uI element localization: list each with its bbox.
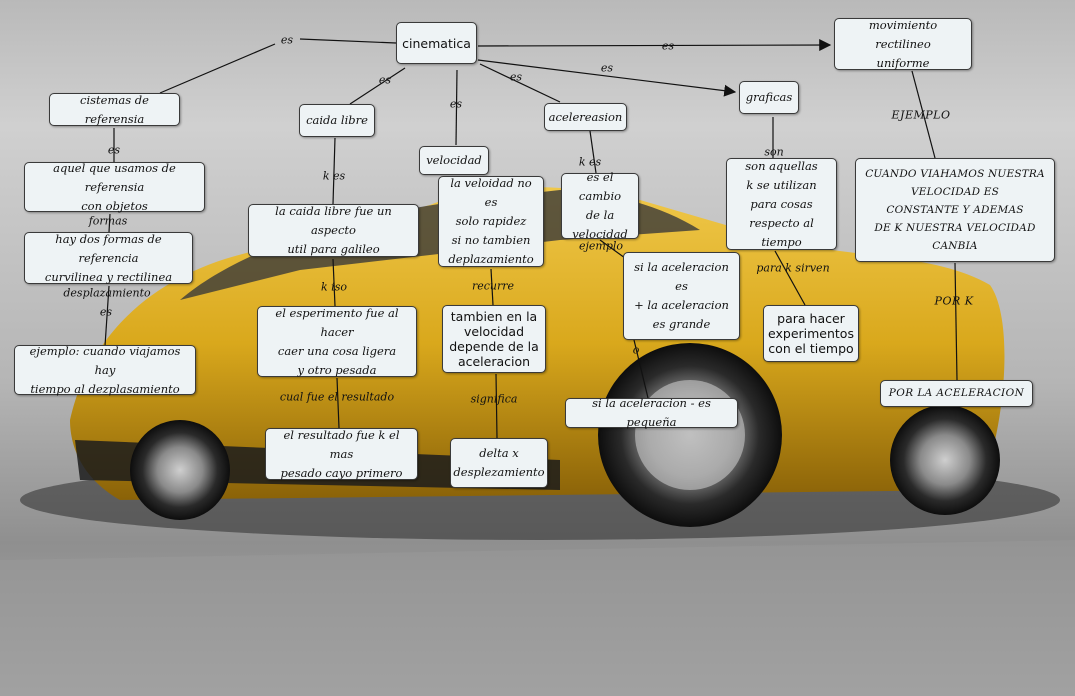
label-es-sistemas-def: es — [108, 144, 120, 157]
node-cinematica[interactable]: cinematica — [396, 22, 477, 64]
label-para-que-sirven: para k sirven — [756, 262, 829, 275]
node-aceleracion-definicion[interactable]: es el cambio de la velocidad — [561, 173, 639, 239]
label-es-velocidad: es — [450, 98, 462, 111]
node-graficas[interactable]: graficas — [739, 81, 799, 114]
label-kes-caida: k es — [323, 170, 345, 183]
node-dos-formas[interactable]: hay dos formas de referencia curvilinea … — [24, 232, 193, 284]
node-caida-libre[interactable]: caida libre — [299, 104, 375, 137]
label-significa: significa — [471, 393, 518, 406]
label-es-aceleracion: es — [510, 71, 522, 84]
label-es-sistemas: es — [281, 34, 293, 47]
label-ejemplo-aceleracion: ejemplo — [579, 240, 623, 253]
label-o: o — [633, 344, 640, 357]
label-ejemplo-mru: EJEMPLO — [892, 109, 951, 122]
label-por-k: POR K — [935, 295, 974, 308]
label-es-ejemplo: es — [100, 306, 112, 319]
node-velocidad-depende[interactable]: tambien en la velocidad depende de la ac… — [442, 305, 546, 373]
label-es-graficas: es — [601, 62, 613, 75]
node-experimentos-tiempo[interactable]: para hacer experimentos con el tiempo — [763, 305, 859, 362]
label-kiso: k iso — [321, 281, 347, 294]
node-aceleracion-negativa[interactable]: si la aceleracion - es pequeña — [565, 398, 738, 428]
node-aceleracion-positiva[interactable]: si la aceleracion es + la aceleracion es… — [623, 252, 740, 340]
node-mru[interactable]: movimiento rectilineo uniforme — [834, 18, 972, 70]
node-sistemas-definicion[interactable]: aquel que usamos de referensia con objet… — [24, 162, 205, 212]
label-cual-resultado: cual fue el resultado — [280, 391, 394, 404]
node-mru-ejemplo[interactable]: CUANDO VIAHAMOS NUESTRA VELOCIDAD ES CON… — [855, 158, 1055, 262]
node-graficas-definicion[interactable]: son aquellas k se utilizan para cosas re… — [726, 158, 837, 250]
node-caida-definicion[interactable]: la caida libre fue un aspecto util para … — [248, 204, 419, 257]
node-velocidad[interactable]: velocidad — [419, 146, 489, 175]
node-resultado[interactable]: el resultado fue k el mas pesado cayo pr… — [265, 428, 418, 480]
node-ejemplo-sistemas[interactable]: ejemplo: cuando viajamos hay tiempo al d… — [14, 345, 196, 395]
label-formas: formas — [89, 215, 128, 228]
node-aceleracion[interactable]: acelereasion — [544, 103, 627, 131]
label-son: son — [764, 146, 783, 159]
label-es-caida: es — [379, 74, 391, 87]
label-recurre: recurre — [472, 280, 514, 293]
label-desplazamiento: desplazamiento — [63, 287, 150, 300]
node-por-aceleracion[interactable]: POR LA ACELERACION — [880, 380, 1033, 407]
node-velocidad-definicion[interactable]: la veloidad no es solo rapidez si no tam… — [438, 176, 544, 267]
node-sistemas-referencia[interactable]: cistemas de referensia — [49, 93, 180, 126]
label-es-mru: es — [662, 40, 674, 53]
label-kes-aceleracion: k es — [579, 156, 601, 169]
node-experimento[interactable]: el esperimento fue al hacer caer una cos… — [257, 306, 417, 377]
node-delta[interactable]: delta x desplezamiento — [450, 438, 548, 488]
